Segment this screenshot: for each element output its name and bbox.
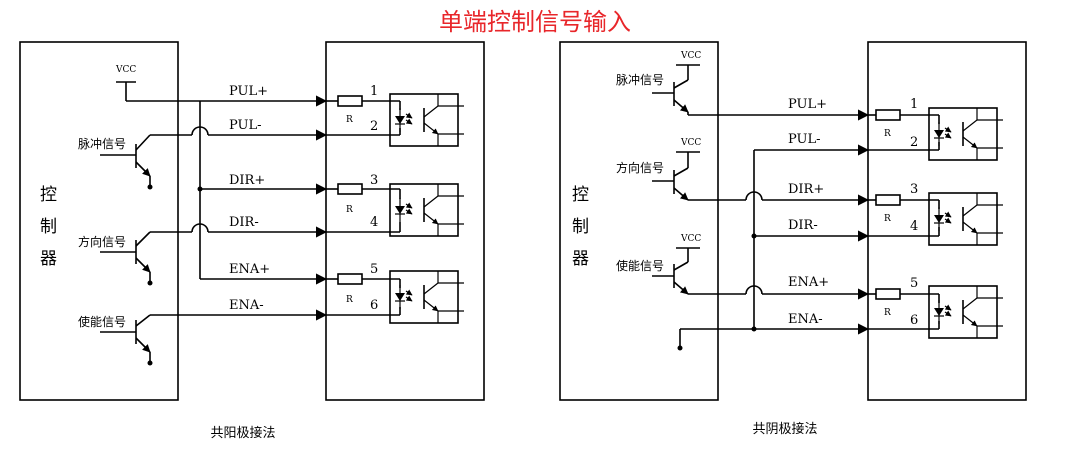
left-pulse-signal-label: 脉冲信号 <box>78 136 126 151</box>
right-direction-signal-label: 方向信号 <box>616 160 664 175</box>
left-resistor-3-label: R <box>346 295 353 305</box>
left-pin-2: 2 <box>370 119 378 134</box>
left-pin-5: 5 <box>370 262 378 277</box>
right-pin-5: 5 <box>910 276 918 291</box>
left-channel-1: R 1 2 <box>326 84 464 146</box>
left-dir-minus-label: DIR- <box>229 215 259 230</box>
left-pin-3: 3 <box>370 173 378 188</box>
left-enable-signal-label: 使能信号 <box>78 314 126 329</box>
right-controller-char-2: 制 <box>572 217 589 237</box>
right-resistor-1-label: R <box>884 129 891 139</box>
right-channel-2: R 3 4 <box>868 182 1003 245</box>
right-pin-6: 6 <box>910 313 918 328</box>
left-ena-minus-label: ENA- <box>229 298 264 313</box>
left-controller-char-3: 器 <box>40 249 57 269</box>
left-caption: 共阳极接法 <box>210 425 275 441</box>
right-dir-minus-label: DIR- <box>788 218 818 233</box>
left-channel-2: R 3 4 <box>326 173 464 236</box>
right-pulse-signal-label: 脉冲信号 <box>616 72 664 87</box>
right-pin-4: 4 <box>910 219 918 234</box>
right-controller-char-1: 控 <box>572 185 589 205</box>
left-pul-plus-label: PUL+ <box>229 84 268 99</box>
right-caption: 共阴极接法 <box>752 421 817 437</box>
right-resistor-2-label: R <box>884 214 891 224</box>
left-channel-3: R 5 6 <box>326 262 464 323</box>
right-driver-box <box>867 41 1027 401</box>
left-ena-plus-label: ENA+ <box>229 262 270 277</box>
right-pin-1: 1 <box>910 97 918 112</box>
right-channel-1: R 1 2 <box>868 97 1003 160</box>
right-controller-box <box>559 41 719 401</box>
right-ena-minus-label: ENA- <box>788 312 823 327</box>
left-pin-4: 4 <box>370 215 378 230</box>
left-pul-minus-label: PUL- <box>229 118 262 133</box>
right-channel-3: R 5 6 <box>868 276 1003 338</box>
right-pin-3: 3 <box>910 182 918 197</box>
right-vcc-1-label: VCC <box>680 51 701 61</box>
right-pul-plus-label: PUL+ <box>788 97 827 112</box>
left-diagram: 控 制 器 VCC 脉冲信号 方向信号 <box>19 41 485 441</box>
right-pin-2: 2 <box>910 135 918 150</box>
left-dir-plus-label: DIR+ <box>229 173 265 188</box>
left-controller-char-1: 控 <box>40 185 57 205</box>
right-pul-minus-label: PUL- <box>788 132 821 147</box>
right-vcc-3-label: VCC <box>680 234 701 244</box>
left-controller-char-2: 制 <box>40 217 57 237</box>
right-ena-plus-label: ENA+ <box>788 275 829 290</box>
left-controller-box <box>19 41 179 401</box>
left-direction-signal-label: 方向信号 <box>78 234 126 249</box>
left-driver-box <box>325 41 485 401</box>
right-vcc-2-label: VCC <box>680 138 701 148</box>
right-enable-signal-label: 使能信号 <box>616 258 664 273</box>
right-diagram: 控 制 器 VCC 脉冲信号 VCC 方向信号 VCC 使能信号 <box>559 41 1027 437</box>
left-resistor-2-label: R <box>346 205 353 215</box>
right-resistor-3-label: R <box>884 308 891 318</box>
left-vcc-label: VCC <box>115 65 136 75</box>
diagram-title: 单端控制信号输入 <box>439 8 631 36</box>
left-resistor-1-label: R <box>346 115 353 125</box>
right-dir-plus-label: DIR+ <box>788 182 824 197</box>
left-pin-1: 1 <box>370 84 378 99</box>
right-controller-char-3: 器 <box>572 249 589 269</box>
left-pin-6: 6 <box>370 298 378 313</box>
